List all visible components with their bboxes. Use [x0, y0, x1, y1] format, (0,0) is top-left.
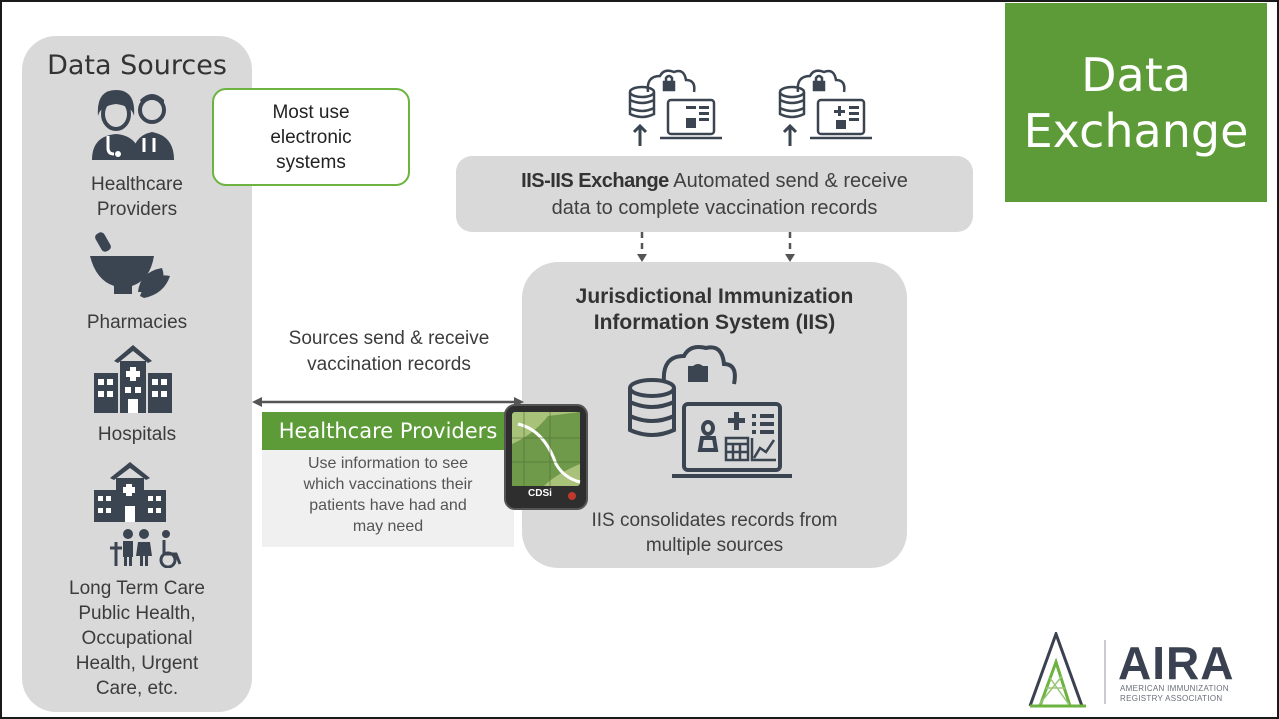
- logo-sub-line: AMERICAN IMMUNIZATION: [1120, 684, 1229, 693]
- pharmacy-icon: [90, 232, 170, 298]
- providers-line: which vaccinations their: [303, 476, 473, 493]
- data-sources-heading: Data Sources: [47, 50, 227, 81]
- label-line: Healthcare: [91, 174, 183, 195]
- mid-line: vaccination records: [307, 354, 471, 375]
- logo-divider: [1104, 640, 1106, 704]
- exchange-text: Automated send & receive: [668, 170, 908, 192]
- healthcare-providers-icon: [92, 90, 174, 160]
- jurisdiction-system-icon-right: [778, 69, 872, 146]
- long-term-care-icon: [94, 462, 182, 568]
- label-line: Pharmacies: [86, 312, 188, 333]
- exchange-heading: IIS-IIS Exchange: [521, 170, 669, 192]
- label-line: Hospitals: [97, 424, 177, 445]
- source-label-healthcare: Healthcare Providers: [22, 172, 252, 222]
- label-line: Public Health,: [78, 603, 196, 624]
- iis-exchange-panel: IIS-IIS Exchange Automated send & receiv…: [456, 156, 973, 232]
- callout-line: systems: [276, 151, 346, 173]
- aira-logo-subtitle: AMERICAN IMMUNIZATION REGISTRY ASSOCIATI…: [1120, 684, 1229, 704]
- providers-banner: Healthcare Providers: [262, 412, 514, 450]
- slide-title: Data Exchange: [1005, 3, 1267, 202]
- hospital-icon: [94, 345, 172, 413]
- providers-description: Use information to see which vaccination…: [262, 450, 514, 547]
- iis-footer-line: IIS consolidates records from: [591, 510, 838, 531]
- providers-line: Use information to see: [307, 455, 469, 472]
- label-line: Care, etc.: [95, 678, 179, 699]
- label-line: Occupational: [81, 628, 193, 649]
- electronic-systems-callout: Most use electronic systems: [212, 88, 410, 186]
- label-line: Long Term Care: [69, 578, 205, 599]
- send-receive-text: Sources send & receive vaccination recor…: [262, 326, 516, 378]
- iis-footer-line: multiple sources: [645, 535, 784, 556]
- source-label-long-term-care: Long Term Care Public Health, Occupation…: [22, 576, 252, 701]
- callout-line: Most use: [272, 101, 350, 123]
- iis-title-line: Jurisdictional Immunization: [575, 285, 854, 308]
- title-line: Data: [1081, 47, 1191, 102]
- callout-line: electronic: [270, 126, 352, 148]
- cdsi-device-icon: [504, 404, 588, 510]
- label-line: Providers: [96, 199, 178, 220]
- providers-line: patients have had and: [309, 497, 467, 514]
- mid-line: Sources send & receive: [288, 328, 490, 349]
- jurisdiction-system-icon-left: [628, 69, 722, 146]
- exchange-text-line2: data to complete vaccination records: [551, 197, 878, 219]
- source-label-pharmacies: Pharmacies: [22, 310, 252, 335]
- cdsi-label: CDSi: [528, 488, 552, 499]
- aira-logo-text: AIRA: [1118, 637, 1235, 689]
- label-line: Health, Urgent: [75, 653, 199, 674]
- iis-system-icon: [628, 345, 792, 478]
- source-label-hospitals: Hospitals: [22, 422, 252, 447]
- logo-sub-line: REGISTRY ASSOCIATION: [1120, 694, 1223, 703]
- iis-title-line: Information System (IIS): [593, 311, 836, 334]
- title-line: Exchange: [1023, 103, 1249, 158]
- iis-footer: IIS consolidates records from multiple s…: [522, 508, 907, 558]
- aira-logo-mark: [1028, 632, 1086, 708]
- iis-title: Jurisdictional Immunization Information …: [522, 284, 907, 336]
- providers-line: may need: [352, 518, 424, 535]
- send-receive-arrow: [252, 397, 524, 407]
- exchange-arrows: [637, 232, 795, 262]
